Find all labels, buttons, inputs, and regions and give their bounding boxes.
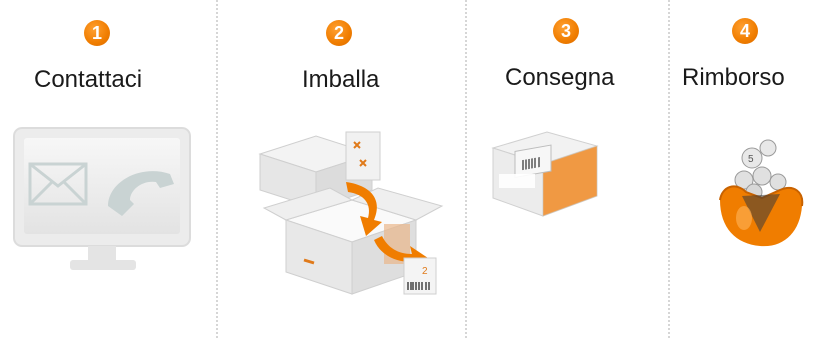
step-title: Imballa xyxy=(302,66,380,93)
step-deliver: 3 Consegna xyxy=(467,0,667,338)
step-divider xyxy=(668,0,670,338)
step-refund: 4 Rimborso 5 xyxy=(670,0,832,338)
step-divider xyxy=(465,0,467,338)
deliver-parcel-icon xyxy=(491,131,599,217)
step-number-badge: 2 xyxy=(326,20,352,46)
step-number-badge: 1 xyxy=(84,20,110,46)
step-title: Consegna xyxy=(505,64,615,91)
step-pack: 2 Imballa 2 xyxy=(218,0,463,338)
svg-text:5: 5 xyxy=(748,154,754,165)
refund-wallet-icon: 5 xyxy=(719,139,804,247)
pack-box-icon: 2 xyxy=(258,131,444,295)
contact-monitor-icon xyxy=(13,127,191,270)
step-title: Contattaci xyxy=(34,66,143,93)
step-divider xyxy=(216,0,218,338)
step-title: Rimborso xyxy=(682,64,785,91)
step-number-badge: 4 xyxy=(732,18,758,44)
step-contact: 1 Contattaci xyxy=(0,0,215,338)
step-number-badge: 3 xyxy=(553,18,579,44)
svg-text:2: 2 xyxy=(422,266,428,277)
